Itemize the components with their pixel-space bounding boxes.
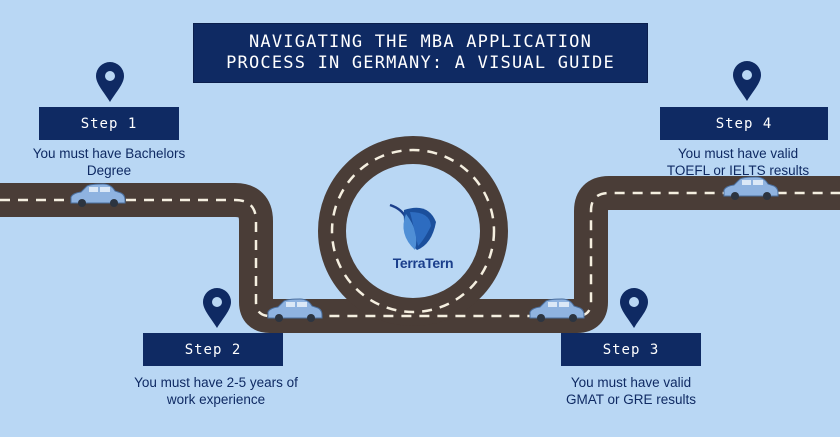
car-1 [70, 183, 126, 207]
location-pin-icon [620, 288, 648, 328]
step-3-line-2: GMAT or GRE results [565, 392, 697, 407]
step-3-line-1: You must have valid [570, 375, 692, 390]
step-1-line-1: You must have Bachelors [32, 146, 186, 161]
step-2-description: You must have 2-5 years of work experien… [106, 374, 326, 408]
step-4-label: Step 4 [660, 107, 828, 140]
step-2-line-1: You must have 2-5 years of [134, 375, 298, 390]
step-2-line-2: work experience [166, 392, 266, 407]
step-4-description: You must have valid TOEFL or IELTS resul… [640, 145, 836, 179]
logo-wordmark: TerraTern [392, 255, 454, 271]
terratern-logo-icon [389, 203, 436, 250]
step-3-label: Step 3 [561, 333, 701, 366]
car-4 [723, 176, 779, 200]
step-3-description: You must have valid GMAT or GRE results [526, 374, 736, 408]
car-3 [529, 298, 585, 322]
step-1-label: Step 1 [39, 107, 179, 140]
page-title: NAVIGATING THE MBA APPLICATION PROCESS I… [193, 23, 648, 83]
car-2 [267, 298, 323, 322]
title-line-2: PROCESS IN GERMANY: A VISUAL GUIDE [226, 53, 615, 73]
title-line-1: NAVIGATING THE MBA APPLICATION [248, 32, 593, 52]
winding-road [0, 136, 840, 333]
step-1-line-2: Degree [86, 163, 132, 178]
step-2-label: Step 2 [143, 333, 283, 366]
location-pin-icon [733, 61, 761, 101]
location-pin-icon [96, 62, 124, 102]
step-4-line-1: You must have valid [677, 146, 799, 161]
step-4-line-2: TOEFL or IELTS results [666, 163, 810, 178]
location-pin-icon [203, 288, 231, 328]
step-1-description: You must have Bachelors Degree [4, 145, 214, 179]
